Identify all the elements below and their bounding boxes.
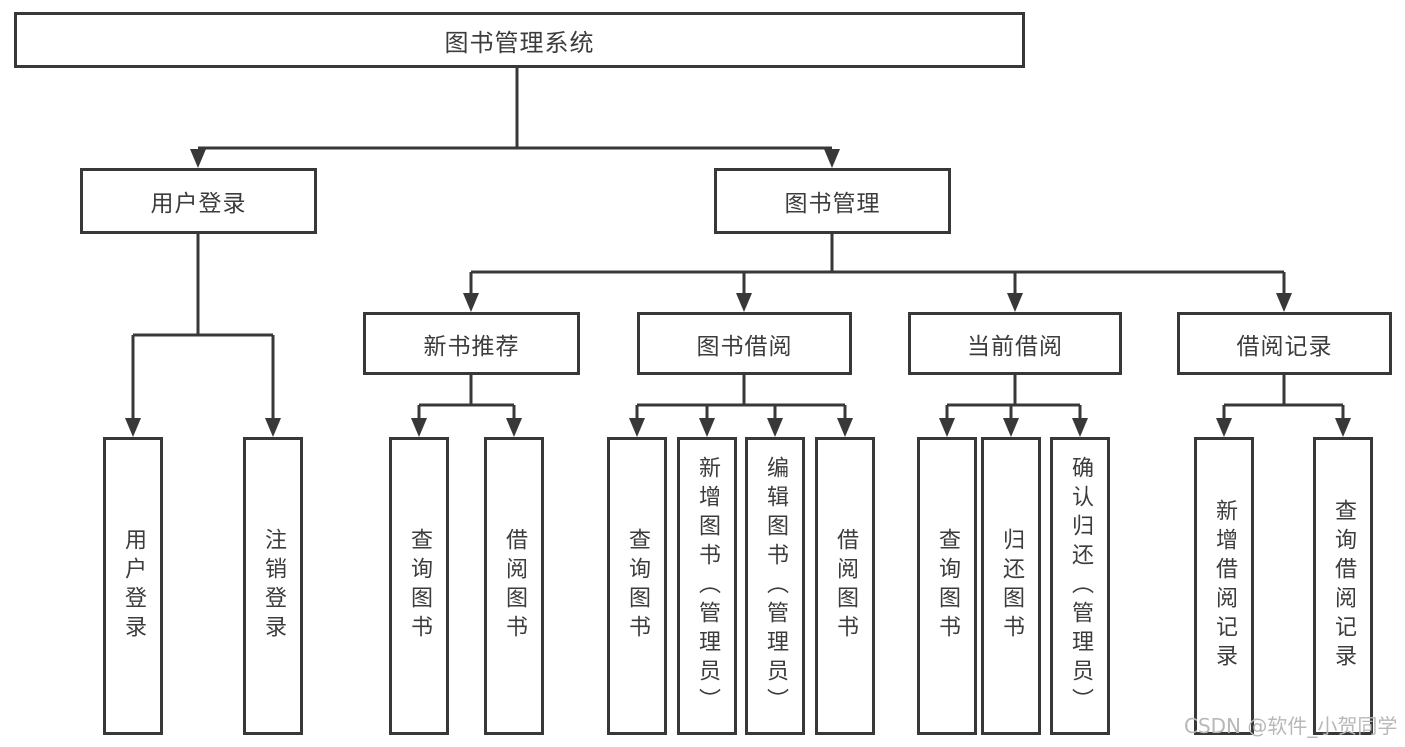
leaf-user-login: 用户登录: [103, 437, 163, 735]
node-label: 借阅图书: [833, 528, 858, 644]
node-label: 归还图书: [999, 528, 1024, 644]
leaf-query-books-recommend: 查询图书: [389, 437, 449, 735]
node-current-borrowing: 当前借阅: [908, 312, 1122, 375]
node-label: 注销登录: [261, 528, 286, 644]
node-borrowing-records: 借阅记录: [1177, 312, 1392, 375]
leaf-return-books: 归还图书: [981, 437, 1041, 735]
node-label: 查询借阅记录: [1331, 499, 1356, 673]
leaf-borrow-books: 借阅图书: [815, 437, 875, 735]
node-label: 图书借阅: [696, 333, 793, 360]
leaf-edit-books-admin: 编辑图书（管理员）: [745, 437, 805, 735]
node-label: 当前借阅: [967, 333, 1063, 360]
leaf-add-books-admin: 新增图书（管理员）: [677, 437, 737, 735]
leaf-borrow-books-recommend: 借阅图书: [484, 437, 544, 735]
node-book-borrowing: 图书借阅: [637, 312, 852, 375]
csdn-watermark: CSDN @软件_小贺同学: [1184, 714, 1398, 738]
node-label: 图书管理: [784, 191, 881, 217]
node-label: 借阅记录: [1236, 333, 1333, 360]
node-book-management: 图书管理: [714, 168, 951, 234]
node-label: 借阅图书: [502, 528, 527, 644]
node-label: 图书管理系统: [444, 28, 595, 57]
node-label: 查询图书: [625, 528, 650, 644]
leaf-logout: 注销登录: [243, 437, 303, 735]
node-label: 查询图书: [407, 528, 432, 644]
node-new-book-recommendation: 新书推荐: [363, 312, 580, 375]
leaf-add-borrow-record: 新增借阅记录: [1194, 437, 1254, 735]
connector-paths: [131, 68, 1345, 421]
node-library-management-system: 图书管理系统: [14, 12, 1025, 68]
leaf-query-books-current: 查询图书: [917, 437, 977, 735]
leaf-query-books-borrow: 查询图书: [607, 437, 667, 735]
node-label: 用户登录: [121, 528, 146, 644]
node-label: 确认归还（管理员）: [1068, 455, 1093, 717]
node-label: 新书推荐: [423, 333, 520, 360]
node-label: 编辑图书（管理员）: [763, 455, 788, 717]
node-label: 新增借阅记录: [1212, 499, 1237, 673]
node-label: 查询图书: [935, 528, 960, 644]
node-label: 新增图书（管理员）: [695, 455, 720, 717]
leaf-confirm-return-admin: 确认归还（管理员）: [1050, 437, 1110, 735]
node-label: 用户登录: [150, 191, 247, 217]
node-user-login: 用户登录: [80, 168, 317, 234]
leaf-query-borrow-record: 查询借阅记录: [1313, 437, 1373, 735]
arrowheads: [125, 149, 1351, 437]
